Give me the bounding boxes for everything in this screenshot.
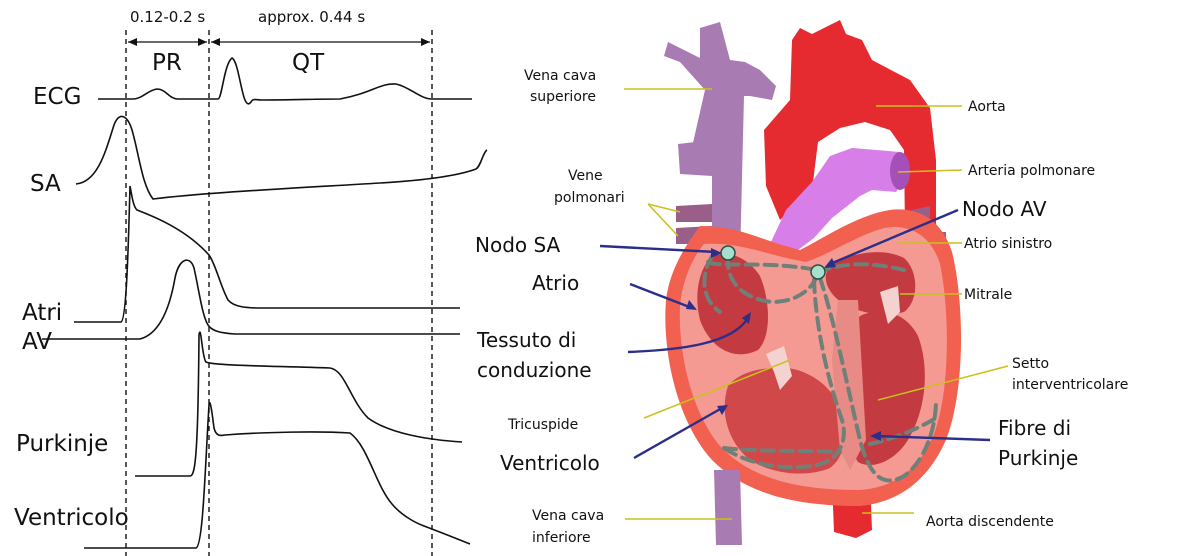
heart-illustration xyxy=(664,20,961,545)
qt-label: QT xyxy=(292,50,325,76)
av-trace xyxy=(42,260,460,339)
atri-trace xyxy=(74,186,460,322)
pr-interval-arrow xyxy=(128,38,207,46)
label-tricuspide: Tricuspide xyxy=(507,417,578,433)
nodo-av-marker xyxy=(811,265,825,279)
trace-label-av: AV xyxy=(22,329,52,355)
label-vena-cava-superiore-2: superiore xyxy=(530,89,596,105)
label-tessuto-di-conduzione-2: conduzione xyxy=(477,358,592,382)
label-setto-2: interventricolare xyxy=(1012,377,1128,393)
label-fibre-di-purkinje-1: Fibre di xyxy=(998,416,1071,440)
vena-cava-superiore-shape xyxy=(664,22,776,262)
vena-polmonare-upper xyxy=(676,204,712,222)
label-vena-cava-superiore-1: Vena cava xyxy=(524,68,596,84)
qt-interval-arrow xyxy=(211,38,430,46)
vena-cava-branch xyxy=(678,140,712,176)
qt-interval-value: approx. 0.44 s xyxy=(258,8,365,26)
label-tessuto-di-conduzione-1: Tessuto di xyxy=(476,328,576,352)
trace-label-sa: SA xyxy=(30,171,61,197)
label-nodo-sa: Nodo SA xyxy=(475,233,561,257)
label-mitrale: Mitrale xyxy=(964,287,1012,303)
trace-label-atri: Atri xyxy=(22,300,62,326)
trace-label-ventricolo: Ventricolo xyxy=(14,505,129,531)
pr-label: PR xyxy=(152,50,182,76)
label-vena-cava-inferiore-1: Vena cava xyxy=(532,508,604,524)
trace-label-purkinje: Purkinje xyxy=(16,431,108,457)
label-ventricolo: Ventricolo xyxy=(500,451,600,475)
label-vene-polmonari-1: Vene xyxy=(568,168,603,184)
label-fibre-di-purkinje-2: Purkinje xyxy=(998,446,1078,470)
pr-interval-value: 0.12-0.2 s xyxy=(130,8,205,26)
label-aorta-discendente: Aorta discendente xyxy=(926,514,1054,530)
purkinje-trace xyxy=(135,332,462,476)
label-atrio-sinistro: Atrio sinistro xyxy=(964,236,1052,252)
label-vena-cava-inferiore-2: inferiore xyxy=(532,530,591,546)
vena-cava-inferiore-shape xyxy=(714,470,742,545)
trace-label-ecg: ECG xyxy=(33,84,81,110)
timing-panel: 0.12-0.2 s approx. 0.44 s PR QT ECG SA A… xyxy=(14,8,487,556)
label-arteria-polmonare: Arteria polmonare xyxy=(968,163,1095,179)
label-nodo-av: Nodo AV xyxy=(962,197,1047,221)
label-atrio: Atrio xyxy=(532,271,579,295)
label-vene-polmonari-2: polmonari xyxy=(554,190,625,206)
nodo-sa-marker xyxy=(721,246,735,260)
label-aorta: Aorta xyxy=(968,99,1006,115)
label-setto-1: Setto xyxy=(1012,356,1049,372)
sa-trace xyxy=(76,116,487,199)
